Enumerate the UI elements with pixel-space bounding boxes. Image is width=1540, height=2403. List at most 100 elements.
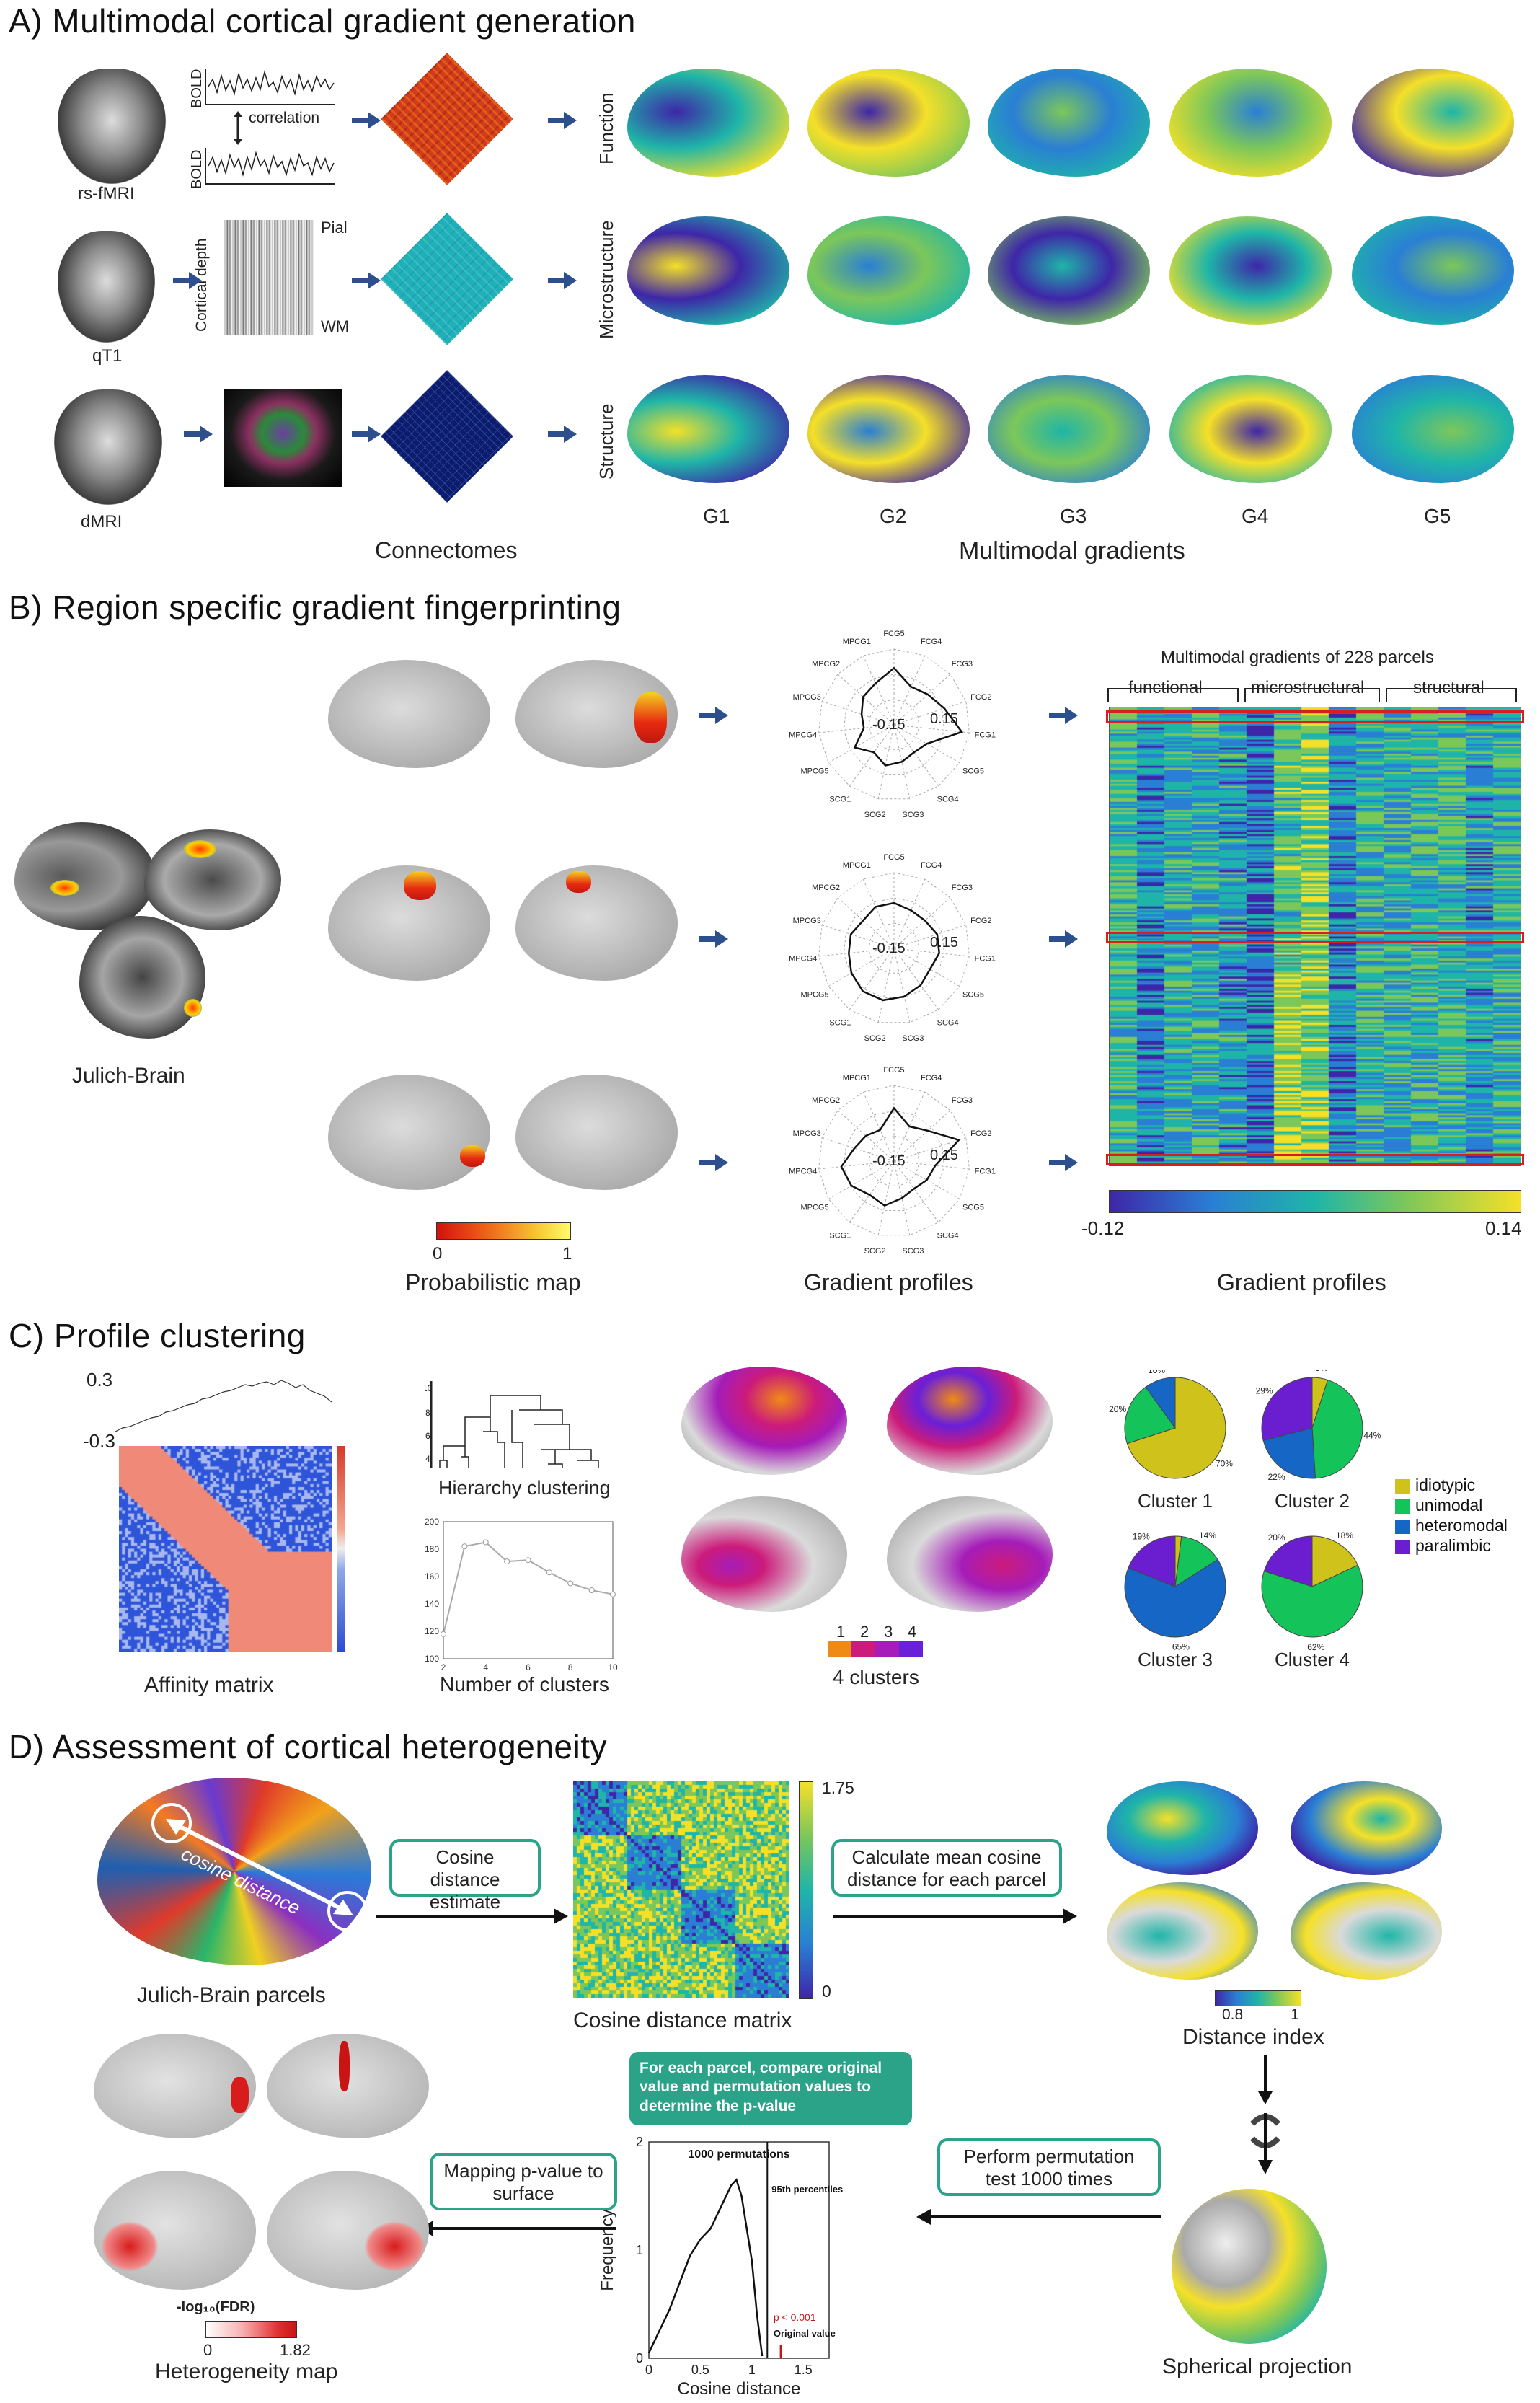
cluster-colorbar: [828, 1641, 923, 1657]
pie-slice-label: 22%: [1268, 1472, 1285, 1482]
pie-slice-unimodal: [1124, 1386, 1176, 1445]
legend-label-idiotypic: idiotypic: [1415, 1476, 1476, 1494]
mapping-pvalue-box: Mapping p-value to surface: [430, 2153, 617, 2210]
gradient-brain-r1-g3: [988, 69, 1150, 177]
radar-grid-ring: [843, 674, 945, 775]
arrow-dmri-grad: [548, 426, 577, 443]
elbow-point: [504, 1558, 510, 1565]
cosine-colorbar-min: 0: [822, 1982, 831, 2001]
connectome-function: [381, 53, 513, 185]
svg-text:6: 6: [425, 1431, 430, 1441]
gradient-brain-r2-g4: [1169, 216, 1332, 325]
perm-original-label: Original value: [774, 2328, 836, 2339]
pie-slice-label: 62%: [1307, 1642, 1324, 1652]
radar-axis-label: FCG4: [921, 638, 942, 646]
affinity-colorbar: [337, 1446, 345, 1652]
radar-axis-label: MPCG1: [843, 638, 871, 646]
cluster-brain-3: [681, 1496, 847, 1612]
perm-pvalue-label: p < 0.001: [774, 2311, 816, 2323]
tractography-image: [224, 389, 342, 487]
legend-swatch-paralimbic: [1395, 1539, 1410, 1554]
region3-medial: [328, 1075, 490, 1190]
radar-axis-label: SCG1: [829, 795, 851, 804]
cosine-distance-matrix: [573, 1781, 789, 1998]
perm-xtick-label: 1: [748, 2363, 756, 2377]
gradient-brain-r1-g1: [627, 69, 789, 177]
section-a-title: A) Multimodal cortical gradient generati…: [9, 2, 636, 40]
rs-fmri-image: [58, 69, 166, 184]
heatmap-group-microstructural: microstructural: [1251, 678, 1365, 697]
elbow-xtick-label: 6: [526, 1662, 531, 1672]
qt1-image: [58, 231, 155, 343]
prob-map-label: Probabilistic map: [405, 1269, 581, 1295]
heatmap-highlight-2: [1106, 932, 1524, 943]
radar-axis-label: SCG4: [937, 795, 959, 804]
cluster-num-2: 2: [860, 1623, 869, 1641]
legend-item-unimodal: unimodal: [1395, 1495, 1508, 1515]
legend-swatch-unimodal: [1395, 1499, 1410, 1514]
radar-axis-label: FCG5: [883, 630, 904, 638]
fdr-label: -log₁₀(FDR): [177, 2299, 255, 2315]
pie-slice-label: 18%: [1336, 1530, 1353, 1540]
elbow-point: [441, 1631, 446, 1637]
elbow-point: [610, 1591, 616, 1597]
gradient-brain-r1-g2: [807, 69, 970, 177]
gradient-brain-r2-g1: [627, 216, 789, 325]
radar-grid-ring: [868, 1135, 920, 1186]
legend-item-heteromodal: heteromodal: [1395, 1515, 1508, 1535]
arrow-fmri-conn: [352, 112, 381, 129]
radar-axis-label: FCG1: [975, 1167, 996, 1176]
legend-label-unimodal: unimodal: [1415, 1496, 1483, 1514]
radar-axis-label: MPCG1: [843, 1074, 871, 1083]
gradient-brain-r3-g2: [807, 375, 970, 483]
heatmap-brackets: [1107, 688, 1517, 702]
section-b-title: B) Region specific gradient fingerprinti…: [9, 588, 621, 626]
radar-profile-line: [853, 666, 964, 767]
radar-axis-label: FCG3: [952, 883, 973, 892]
distance-brain-4: [1291, 1882, 1442, 1980]
row-label-function: Function: [596, 92, 617, 164]
wm-label: WM: [321, 317, 350, 335]
correlation-label: correlation: [249, 110, 320, 126]
compare-pvalue-box: For each parcel, compare original value …: [629, 2052, 912, 2125]
dmri-label: dMRI: [81, 512, 123, 532]
julich-brain-label: Julich-Brain: [72, 1064, 185, 1088]
arrow-to-cosine-matrix: [376, 1908, 568, 1924]
pie-slice-label: 10%: [1148, 1370, 1165, 1375]
pie-slice-label: 70%: [1216, 1458, 1233, 1468]
distance-colorbar-min: 0.8: [1222, 2006, 1244, 2023]
heatmap-highlight-3: [1106, 1154, 1524, 1165]
pie-slice-unimodal: [1261, 1564, 1363, 1638]
gradient-brain-r3-g3: [988, 375, 1150, 483]
legend-swatch-heteromodal: [1395, 1519, 1410, 1534]
distance-colorbar: [1215, 1990, 1301, 2006]
gradient-brain-r2-g2: [807, 216, 970, 325]
prob-colorbar: [436, 1222, 571, 1240]
grad-label-g2: G2: [880, 505, 907, 527]
section-d-title: D) Assessment of cortical heterogeneity: [9, 1728, 607, 1765]
svg-text:4: 4: [425, 1454, 430, 1464]
pie-slice-heteromodal: [1124, 1558, 1226, 1638]
cosine-distance-overlay: [151, 1803, 368, 1931]
distance-index-label: Distance index: [1182, 2025, 1324, 2049]
radar-max-label: 0.15: [930, 935, 958, 951]
pie-slice-unimodal: [1174, 1535, 1218, 1587]
cosine-matrix-label: Cosine distance matrix: [573, 2009, 792, 2032]
legend-item-paralimbic: paralimbic: [1395, 1535, 1508, 1556]
elbow-ytick-label: 160: [425, 1571, 439, 1582]
perm-title: 1000 permutations: [688, 2148, 789, 2161]
distance-brain-2: [1291, 1781, 1442, 1875]
arrow-to-sphere: [1250, 2055, 1280, 2174]
gradient-brain-r3-g1: [627, 375, 789, 483]
radar-axis-label: MPCG2: [812, 883, 840, 892]
radar-axis-label: MPCG5: [800, 1204, 828, 1212]
radar-grid-ring: [818, 1085, 970, 1236]
gradient-brain-r2-g5: [1352, 216, 1514, 325]
mean-cosine-box: Calculate mean cosine distance for each …: [831, 1839, 1062, 1897]
pie-slice-label: 19%: [1133, 1532, 1150, 1542]
elbow-point: [588, 1587, 595, 1593]
dendrogram: 10 8 6 4: [425, 1381, 599, 1468]
arrow-b3: [699, 1154, 728, 1171]
julich-coronal: [79, 916, 205, 1039]
